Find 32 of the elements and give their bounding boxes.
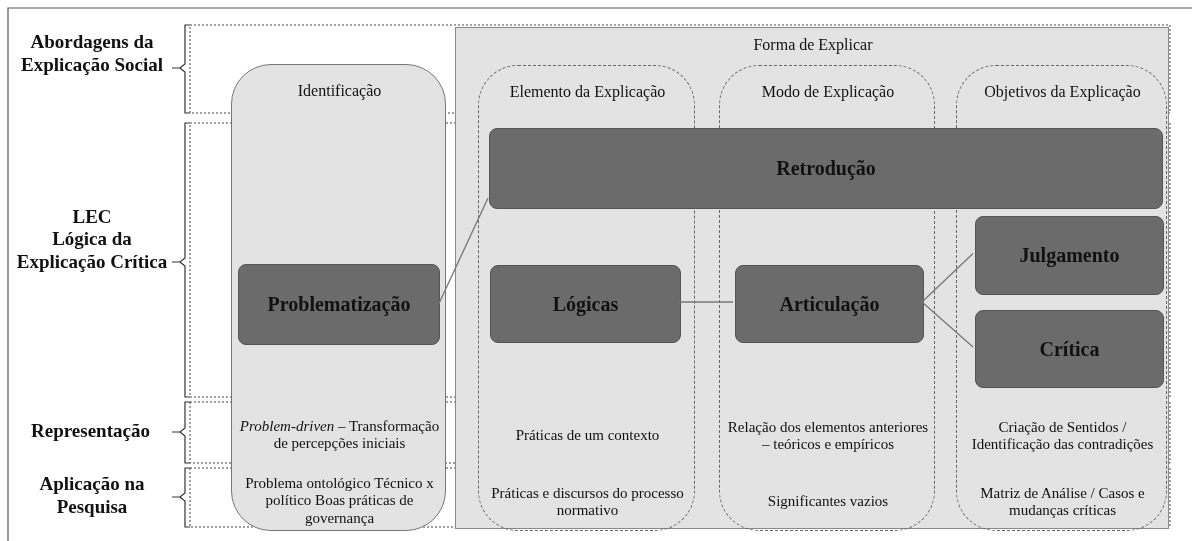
cell-text: Relação dos elementos anteriores – teóricos e empíricos — [726, 417, 930, 454]
row-heading: Representação — [30, 420, 151, 443]
cell-text: Problem-driven – Transformação de percepções iniciais — [238, 416, 441, 453]
column-panel — [956, 65, 1167, 531]
row-heading: Abordagens da Explicação Social — [20, 31, 164, 77]
row-heading: Aplicação na Pesquisa — [38, 473, 146, 519]
connector-line — [438, 197, 489, 305]
concept-box: Articulação — [735, 265, 924, 343]
cell-text: Práticas e discursos do processo normativo — [490, 483, 685, 520]
concept-box: Crítica — [975, 310, 1164, 388]
cell-text: Matriz de Análise / Casos e mudanças críticas — [979, 483, 1146, 520]
column-panel — [231, 64, 446, 531]
column-heading: Elemento da Explicação — [508, 81, 667, 103]
cell-text: Significantes vazios — [766, 492, 890, 512]
concept-box: Julgamento — [975, 216, 1164, 295]
connector-line — [921, 301, 974, 348]
connector-line — [678, 301, 734, 303]
explanation-panel — [455, 27, 1169, 529]
column-heading: Identificação — [296, 80, 383, 102]
column-panel — [478, 65, 695, 531]
column-heading: Objetivos da Explicação — [983, 81, 1142, 103]
cell-text: Práticas de um contexto — [514, 426, 661, 446]
concept-box: Retrodução — [489, 128, 1163, 209]
row-heading: Lógica da Explicação Crítica — [15, 228, 169, 274]
column-heading: Forma de Explicar — [752, 36, 874, 55]
connector-line — [921, 252, 974, 303]
concept-box: Lógicas — [490, 265, 681, 343]
cell-text: Criação de Sentidos / Identificação das contradições — [970, 417, 1155, 454]
column-heading: Modo de Explicação — [760, 81, 896, 103]
concept-box: Problematização — [238, 264, 440, 345]
cell-text: Problema ontológico Técnico x político Boas práticas de governança — [244, 474, 435, 528]
row-heading: LEC — [71, 206, 113, 229]
